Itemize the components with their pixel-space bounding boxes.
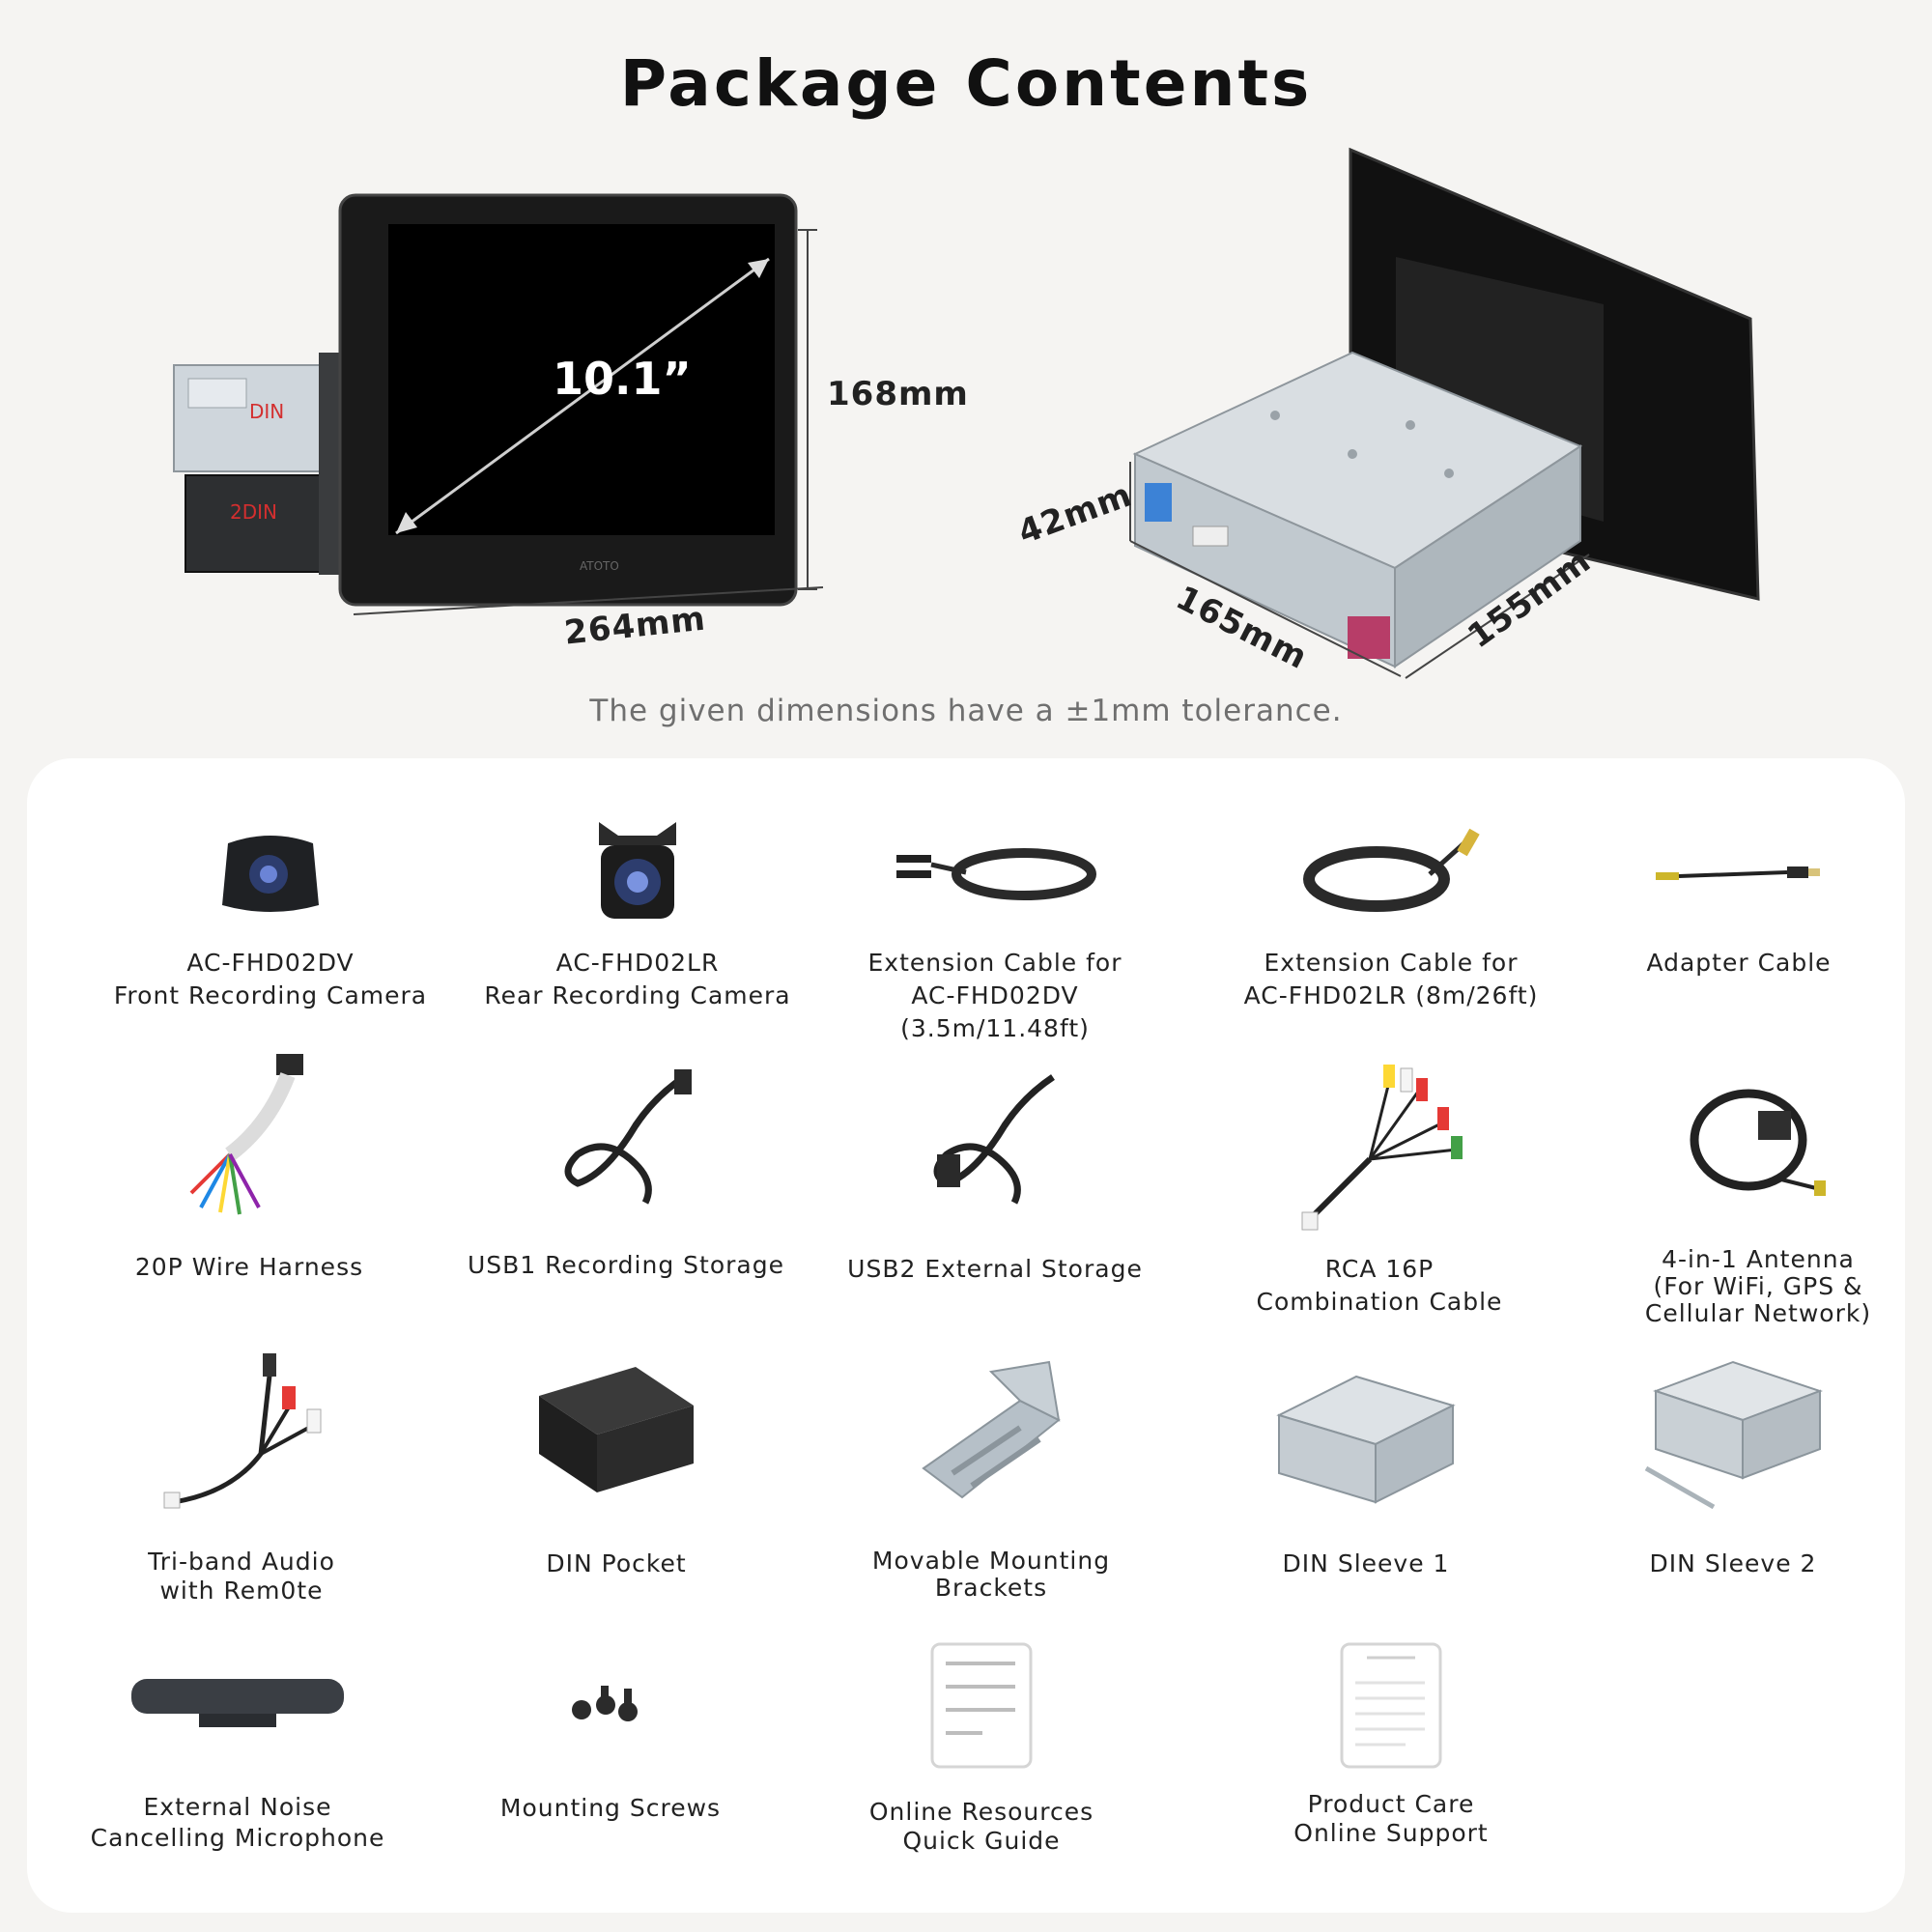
item-quick-guide: Online Resources Quick Guide: [808, 1628, 1155, 1860]
item-front-camera: AC-FHD02DV Front Recording Camera: [97, 816, 444, 1009]
item-tri-band-audio: Tri-band Audio with Rem0te: [68, 1348, 415, 1605]
item-sublabel: (For WiFi, GPS &: [1653, 1272, 1863, 1300]
item-label: AC-FHD02DV: [186, 949, 355, 977]
item-label: 4-in-1 Antenna: [1662, 1245, 1855, 1273]
audio-cable-icon: [163, 1353, 322, 1509]
item-label: AC-FHD02LR: [555, 949, 720, 977]
tolerance-note: The given dimensions have a ±1mm toleran…: [589, 694, 1343, 728]
din-sleeve-icon: [1276, 1375, 1456, 1504]
item-label: USB2 External Storage: [847, 1255, 1143, 1283]
document-icon: [930, 1642, 1033, 1768]
item-label: Extension Cable for: [867, 949, 1122, 977]
item-label: Adapter Cable: [1646, 949, 1832, 977]
bracket-icon: [922, 1360, 1061, 1499]
item-label: 20P Wire Harness: [134, 1253, 364, 1281]
din-pocket-icon: [539, 1367, 694, 1492]
item-label: USB1 Recording Storage: [468, 1251, 784, 1279]
head-unit-illustration: DIN 2DIN 10.1” ATOTO: [173, 147, 1760, 679]
item-label: Mounting Screws: [499, 1794, 722, 1822]
item-rear-camera: AC-FHD02LR Rear Recording Camera: [464, 816, 811, 1009]
item-sublabel: Front Recording Camera: [113, 981, 428, 1009]
item-sublabel: Cellular Network): [1644, 1299, 1872, 1327]
antenna-icon: [1690, 1089, 1826, 1196]
adapter-cable-icon: [1656, 867, 1820, 880]
item-usb2-storage: USB2 External Storage: [821, 1048, 1169, 1299]
contents-card: AC-FHD02DV Front Recording Camera AC-FHD…: [27, 758, 1905, 1913]
product-dimensions-figure: DIN 2DIN 10.1” ATOTO: [0, 135, 1932, 753]
item-sublabel: Combination Cable: [1256, 1288, 1503, 1316]
screws-icon: [572, 1686, 638, 1721]
page-title: Package Contents: [619, 46, 1313, 121]
item-extension-cable-rear: Extension Cable for AC-FHD02LR (8m/26ft): [1217, 816, 1565, 1009]
front-camera-icon: [222, 836, 319, 912]
item-sublabel: AC-FHD02DV (3.5m/11.48ft): [900, 981, 1090, 1042]
document-icon: [1340, 1642, 1442, 1768]
din-sleeve-icon: [1644, 1360, 1823, 1510]
front-chassis-icon: DIN 2DIN: [173, 353, 349, 575]
item-sublabel: AC-FHD02LR (8m/26ft): [1243, 981, 1539, 1009]
item-sublabel: Brackets: [934, 1574, 1048, 1602]
item-sublabel: with Rem0te: [159, 1577, 324, 1605]
item-antenna: 4-in-1 Antenna (For WiFi, GPS & Cellular…: [1584, 1048, 1932, 1327]
svg-text:10.1”: 10.1”: [553, 353, 692, 405]
usb-cable-icon: [564, 1069, 692, 1205]
height-dimension: 168mm: [827, 375, 969, 413]
item-adapter-cable: Adapter Cable: [1565, 816, 1913, 1009]
item-label: DIN Sleeve 2: [1649, 1549, 1817, 1577]
item-sublabel: Cancelling Microphone: [90, 1824, 385, 1852]
item-din-sleeve-2: DIN Sleeve 2: [1559, 1348, 1907, 1579]
item-online-support: Product Care Online Support: [1217, 1628, 1565, 1860]
svg-text:DIN: DIN: [249, 400, 284, 423]
item-mounting-brackets: Movable Mounting Brackets: [817, 1348, 1165, 1602]
item-label: RCA 16P: [1324, 1255, 1435, 1283]
item-label: DIN Sleeve 1: [1282, 1549, 1450, 1577]
extension-cable-icon: [896, 848, 1096, 900]
rear-camera-icon: [599, 822, 676, 919]
rca-cable-icon: [1301, 1065, 1463, 1231]
item-sublabel: Online Support: [1293, 1819, 1489, 1847]
item-sublabel: Quick Guide: [902, 1827, 1061, 1855]
extension-cable-icon: [1303, 828, 1480, 912]
item-din-pocket: DIN Pocket: [442, 1348, 790, 1579]
item-usb1-storage: USB1 Recording Storage: [452, 1048, 800, 1299]
item-din-sleeve-1: DIN Sleeve 1: [1192, 1348, 1540, 1579]
item-label: DIN Pocket: [546, 1549, 687, 1577]
usb-cable-icon: [933, 1074, 1055, 1205]
item-microphone: External Noise Cancelling Microphone: [64, 1628, 412, 1860]
side-chassis-icon: [1132, 351, 1583, 668]
wire-harness-icon: [189, 1054, 303, 1215]
front-screen-icon: 10.1” ATOTO: [338, 193, 798, 607]
item-label: Movable Mounting: [871, 1547, 1111, 1575]
item-wire-harness: 20P Wire Harness: [75, 1048, 423, 1299]
item-label: Product Care: [1307, 1790, 1475, 1818]
svg-text:2DIN: 2DIN: [230, 500, 277, 524]
svg-text:ATOTO: ATOTO: [580, 559, 619, 573]
item-label: Online Resources: [868, 1798, 1094, 1826]
microphone-icon: [131, 1679, 344, 1727]
item-sublabel: Rear Recording Camera: [484, 981, 791, 1009]
item-label: External Noise: [143, 1793, 332, 1821]
item-label: Tri-band Audio: [148, 1548, 335, 1576]
item-mounting-screws: Mounting Screws: [437, 1628, 784, 1860]
item-rca-cable: RCA 16P Combination Cable: [1206, 1048, 1553, 1316]
item-label: Extension Cable for: [1264, 949, 1519, 977]
item-extension-cable-front: Extension Cable for AC-FHD02DV (3.5m/11.…: [821, 816, 1169, 1042]
